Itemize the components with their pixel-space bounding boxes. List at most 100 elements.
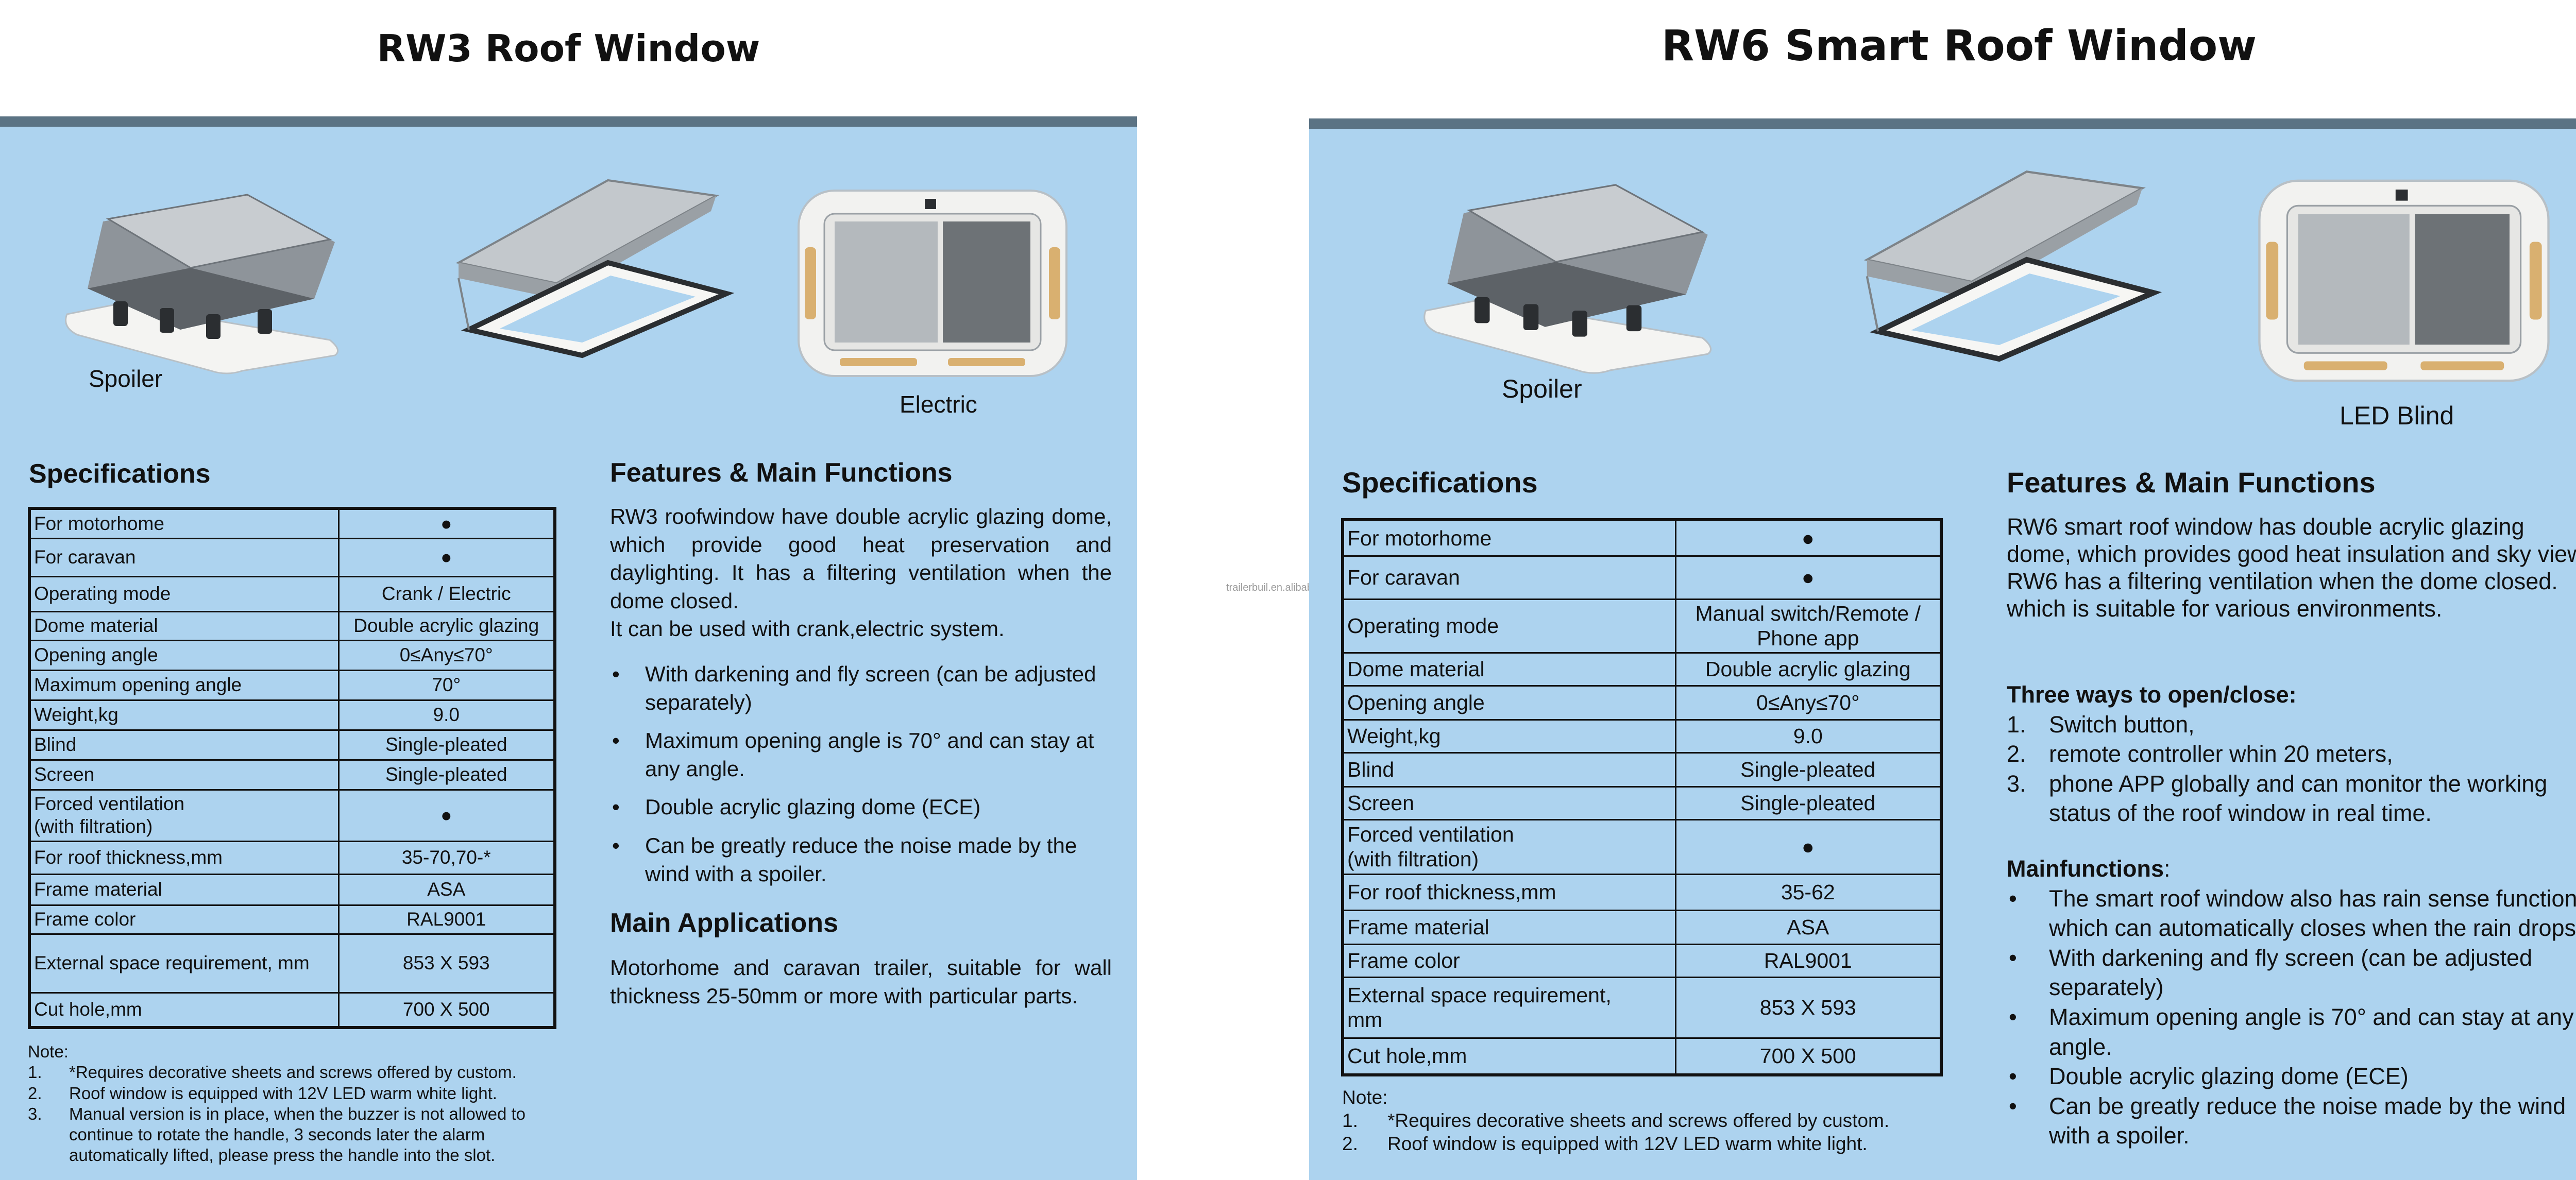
spec-label: For roof thickness,mm <box>28 840 340 875</box>
spec-label: Frame color <box>28 904 340 935</box>
spec-label: Blind <box>28 729 340 761</box>
applications-heading: Main Applications <box>610 908 838 938</box>
spec-value: ● <box>337 507 556 539</box>
mainfunction-item: •Can be greatly reduce the noise made by… <box>2009 1092 2566 1149</box>
rw6-specifications-table: For motorhome● For caravan● Operating mo… <box>1341 518 1943 1076</box>
spec-value: 0≤Any≤70° <box>1674 685 1942 721</box>
features-heading: Features & Main Functions <box>610 458 953 488</box>
page-title: RW3 Roof Window <box>377 27 760 70</box>
spec-label: Opening angle <box>28 639 340 671</box>
spec-label: Frame material <box>28 873 340 906</box>
spec-value: 9.0 <box>1674 719 1942 754</box>
spoiler-caption: Spoiler <box>1502 374 1582 403</box>
mainfunctions-heading-line: Mainfunctions: <box>2007 854 2576 884</box>
open-close-item: 2.remote controller whin 20 meters, <box>2007 741 2393 767</box>
mainfunctions-heading: Mainfunctions <box>2007 856 2164 882</box>
features-paragraph: RW3 roofwindow have double acrylic glazi… <box>610 504 1112 613</box>
rw3-specifications-table: For motorhome● For caravan● Operating mo… <box>28 507 556 1029</box>
spec-label-line1: Forced ventilation <box>1347 822 1514 846</box>
open-close-heading: Three ways to open/close: <box>2007 681 2297 708</box>
spec-value: 70° <box>337 669 556 701</box>
spec-row: For motorhome● <box>28 507 556 539</box>
page-title: RW6 Smart Roof Window <box>1662 22 2257 71</box>
features-heading: Features & Main Functions <box>2007 466 2376 499</box>
rw6-spoiler-image <box>1423 184 1712 374</box>
spec-row: For caravan● <box>1342 555 1942 600</box>
spec-value: ● <box>337 537 556 577</box>
led-blind-caption: LED Blind <box>2340 401 2454 430</box>
spec-label-line1: Forced ventilation <box>34 793 185 815</box>
notes: Note: 1.*Requires decorative sheets and … <box>28 1041 564 1166</box>
spec-row: For caravan● <box>28 537 556 577</box>
spec-value: 700 X 500 <box>337 991 556 1029</box>
rw3-electric-image <box>798 190 1067 377</box>
spec-label: Opening angle <box>1342 685 1676 721</box>
spec-label: External space requirement, mm <box>28 933 340 994</box>
mainfunction-item: •Maximum opening angle is 70° and can st… <box>2009 1003 2574 1060</box>
spec-label: Cut hole,mm <box>28 991 340 1029</box>
spoiler-caption: Spoiler <box>89 365 163 392</box>
spec-label: Dome material <box>28 610 340 641</box>
rw6-open-image <box>1863 170 2162 362</box>
spec-value: 853 X 593 <box>1674 976 1942 1039</box>
specifications-heading: Specifications <box>1342 466 1538 499</box>
electric-caption: Electric <box>900 391 977 418</box>
spec-value-line1: Manual switch/Remote / <box>1695 601 1921 625</box>
features-text: RW3 roofwindow have double acrylic glazi… <box>610 503 1112 643</box>
spec-value: ● <box>337 789 556 842</box>
spec-label: Operating mode <box>28 575 340 612</box>
spec-value: ● <box>1674 818 1942 875</box>
spec-row: Forced ventilation(with filtration)● <box>28 789 556 842</box>
spec-label: Forced ventilation(with filtration) <box>28 789 340 842</box>
spec-value: Single-pleated <box>337 759 556 791</box>
spec-value: Double acrylic glazing <box>337 610 556 641</box>
spec-value: Manual switch/Remote /Phone app <box>1674 598 1942 654</box>
note-heading: Note: <box>28 1042 69 1061</box>
note-item: 1.*Requires decorative sheets and screws… <box>1342 1110 1890 1132</box>
spec-label: For motorhome <box>1342 519 1676 557</box>
spec-value: 35-70,70-* <box>337 840 556 875</box>
spec-value: 700 X 500 <box>1674 1037 1942 1076</box>
header-band <box>1309 118 2576 129</box>
spec-label: Operating mode <box>1342 598 1676 654</box>
note-item: 1.*Requires decorative sheets and screws… <box>28 1063 517 1082</box>
spec-label: For motorhome <box>28 507 340 539</box>
spec-label: Frame color <box>1342 943 1676 978</box>
mainfunctions-colon: : <box>2163 856 2171 882</box>
spec-label: Cut hole,mm <box>1342 1037 1676 1076</box>
spec-value: Crank / Electric <box>337 575 556 612</box>
spec-value: ● <box>1674 519 1942 557</box>
spec-value: 35-62 <box>1674 873 1942 911</box>
feature-item: •Can be greatly reduce the noise made by… <box>612 833 1077 886</box>
spec-value: Single-pleated <box>1674 785 1942 820</box>
spec-value: RAL9001 <box>337 904 556 935</box>
features-paragraph: RW6 smart roof window has double acrylic… <box>2007 514 2576 622</box>
spec-value: Single-pleated <box>337 729 556 761</box>
feature-item: •With darkening and fly screen (can be a… <box>612 662 1096 714</box>
rw6-led-blind-image <box>2258 179 2550 382</box>
spec-row: Forced ventilation(with filtration)● <box>1342 818 1942 875</box>
specifications-heading: Specifications <box>29 459 211 489</box>
features-text: RW6 smart roof window has double acrylic… <box>2007 513 2576 622</box>
spec-label: Weight,kg <box>1342 719 1676 754</box>
feature-item: •Double acrylic glazing dome (ECE) <box>612 795 981 819</box>
features-list: •With darkening and fly screen (can be a… <box>610 660 1112 888</box>
note-item: 2.Roof window is equipped with 12V LED w… <box>1342 1133 1868 1155</box>
note-heading: Note: <box>1342 1087 1388 1108</box>
